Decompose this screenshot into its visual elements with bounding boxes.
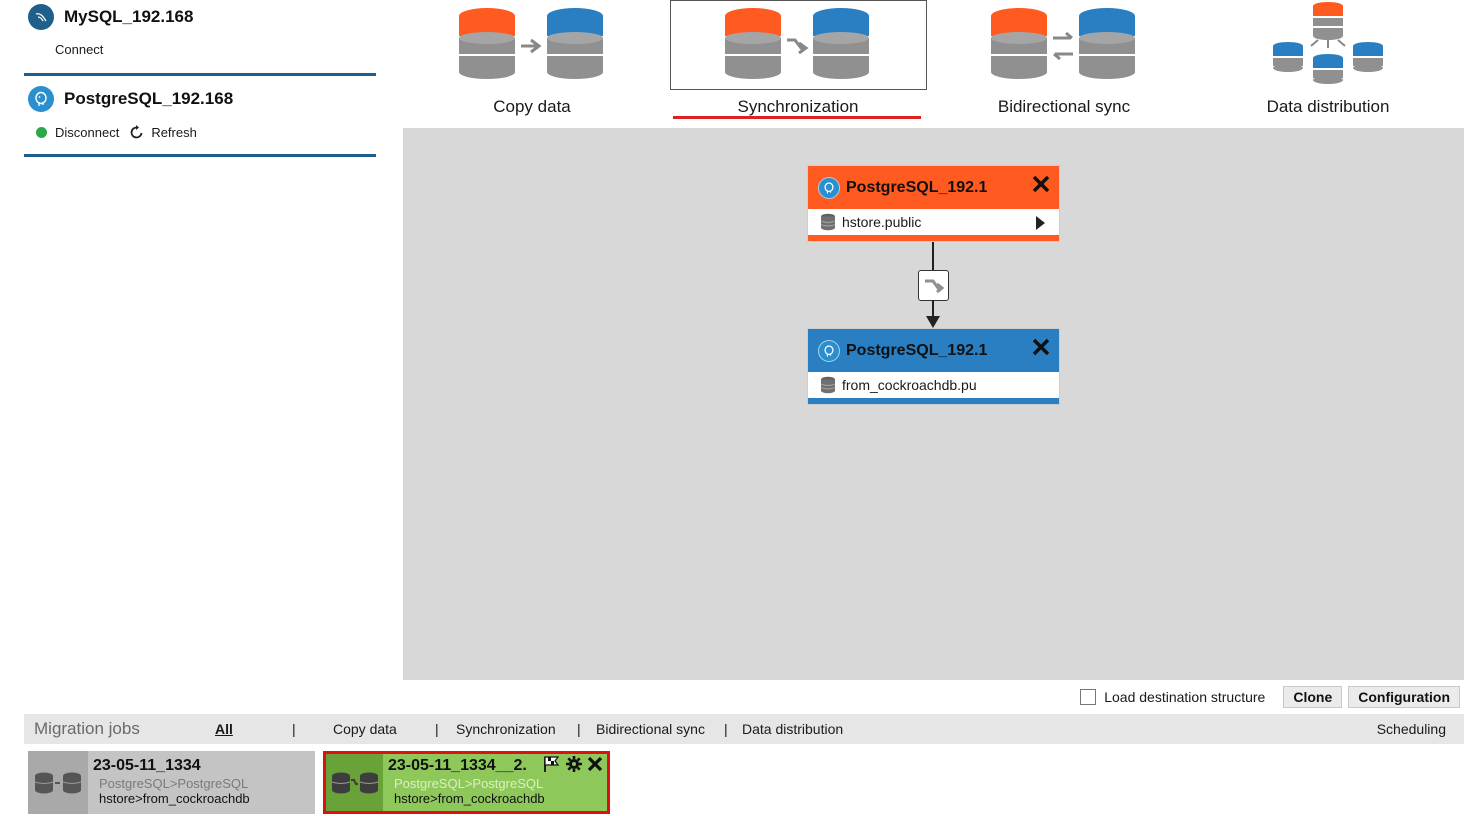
copy-job-icon xyxy=(28,751,88,814)
configuration-button[interactable]: Configuration xyxy=(1348,686,1460,708)
job-tables: hstore>from_cockroachdb xyxy=(99,791,250,806)
mode-copy-data-label: Copy data xyxy=(493,97,571,116)
job-card-selected[interactable]: 23-05-11_1334__2. PostgreSQL>PostgreSQL … xyxy=(323,751,610,814)
close-icon[interactable] xyxy=(586,755,604,773)
mysql-icon xyxy=(28,4,54,30)
destination-node-header: PostgreSQL_192.1 xyxy=(808,329,1059,372)
filter-data-distribution[interactable]: Data distribution xyxy=(742,721,844,737)
filter-synchronization[interactable]: Synchronization xyxy=(456,721,556,737)
connection-title: MySQL_192.168 xyxy=(64,7,194,26)
scheduling-link[interactable]: Scheduling xyxy=(1376,721,1446,737)
sync-job-icon xyxy=(326,754,383,811)
data-distribution-icon xyxy=(1273,2,1383,84)
run-flag-icon[interactable] xyxy=(542,755,562,773)
sync-arrow-icon xyxy=(924,279,944,293)
postgresql-icon xyxy=(28,86,54,112)
job-card[interactable]: 23-05-11_1334 PostgreSQL>PostgreSQL hsto… xyxy=(28,751,315,814)
source-node-title: PostgreSQL_192.1 xyxy=(846,178,988,196)
filter-all[interactable]: All xyxy=(215,721,233,737)
disconnect-button[interactable]: Disconnect xyxy=(36,125,119,140)
connect-button[interactable]: Connect xyxy=(55,42,104,57)
separator: | xyxy=(724,721,728,737)
migration-jobs-title: Migration jobs xyxy=(34,719,140,738)
database-icon xyxy=(820,376,836,394)
mode-synchronization[interactable]: Synchronization xyxy=(670,0,927,122)
connection-mysql: MySQL_192.168 Connect xyxy=(24,0,376,76)
load-structure-checkbox[interactable] xyxy=(1080,689,1097,705)
mode-bidirectional-sync-label: Bidirectional sync xyxy=(997,97,1131,116)
connected-status-icon xyxy=(36,126,47,138)
connection-title: PostgreSQL_192.168 xyxy=(64,89,234,108)
source-node[interactable]: PostgreSQL_192.1 hstore.public xyxy=(808,166,1059,241)
separator: | xyxy=(577,721,581,737)
flow-connector xyxy=(932,242,934,272)
copy-data-icon xyxy=(459,8,603,79)
load-structure-label: Load destination structure xyxy=(1104,689,1266,705)
destination-table-name: from_cockroachdb.pu xyxy=(842,377,977,393)
job-details: 23-05-11_1334__2. PostgreSQL>PostgreSQL … xyxy=(383,751,610,814)
job-tables: hstore>from_cockroachdb xyxy=(394,791,545,806)
mapping-canvas[interactable]: PostgreSQL_192.1 hstore.public PostgreSQ… xyxy=(403,128,1464,680)
destination-node[interactable]: PostgreSQL_192.1 from_cockroachdb.pu xyxy=(808,329,1059,404)
source-node-header: PostgreSQL_192.1 xyxy=(808,166,1059,209)
connection-postgresql: PostgreSQL_192.168 Disconnect Refresh xyxy=(24,80,376,157)
destination-table-row[interactable]: from_cockroachdb.pu xyxy=(808,372,1059,404)
filter-bidirectional-sync[interactable]: Bidirectional sync xyxy=(596,721,705,737)
job-options: Load destination structure Clone Configu… xyxy=(1080,686,1460,708)
bidirectional-sync-icon xyxy=(991,8,1135,79)
flow-connector xyxy=(932,300,934,322)
mode-data-distribution-label: Data distribution xyxy=(1266,97,1390,116)
postgresql-icon xyxy=(818,176,840,199)
job-route: PostgreSQL>PostgreSQL xyxy=(394,776,544,791)
filter-copy-data[interactable]: Copy data xyxy=(333,721,397,737)
gear-icon[interactable] xyxy=(565,755,583,773)
destination-node-title: PostgreSQL_192.1 xyxy=(846,341,988,359)
mode-data-distribution[interactable]: Data distribution xyxy=(1200,0,1456,122)
arrow-down-icon xyxy=(926,316,940,328)
refresh-label: Refresh xyxy=(151,124,197,140)
separator: | xyxy=(435,721,439,737)
sync-direction-button[interactable] xyxy=(918,270,949,301)
connection-mysql-header: MySQL_192.168 xyxy=(28,4,193,30)
connection-postgresql-header: PostgreSQL_192.168 xyxy=(28,86,233,112)
active-mode-underline xyxy=(673,116,921,119)
mode-synchronization-label: Synchronization xyxy=(737,97,859,116)
chevron-right-icon[interactable] xyxy=(1035,216,1045,230)
job-name: 23-05-11_1334 xyxy=(93,757,201,774)
job-name: 23-05-11_1334__2. xyxy=(388,757,527,774)
source-table-row[interactable]: hstore.public xyxy=(808,209,1059,241)
refresh-icon xyxy=(130,125,143,139)
disconnect-label: Disconnect xyxy=(55,124,120,140)
database-icon xyxy=(820,213,836,231)
close-icon[interactable] xyxy=(1031,174,1051,194)
migration-jobs-bar: Migration jobs All | Copy data | Synchro… xyxy=(24,714,1464,744)
connection-actions: Connect xyxy=(55,42,103,57)
close-icon[interactable] xyxy=(1031,337,1051,357)
clone-button[interactable]: Clone xyxy=(1283,686,1343,708)
job-tools xyxy=(539,755,604,773)
mode-copy-data[interactable]: Copy data xyxy=(404,0,660,122)
job-route: PostgreSQL>PostgreSQL xyxy=(99,776,249,791)
mode-bidirectional-sync[interactable]: Bidirectional sync xyxy=(936,0,1192,122)
connection-actions: Disconnect Refresh xyxy=(36,124,197,140)
postgresql-icon xyxy=(818,339,840,362)
job-details: 23-05-11_1334 PostgreSQL>PostgreSQL hsto… xyxy=(88,751,315,814)
separator: | xyxy=(292,721,296,737)
source-table-name: hstore.public xyxy=(842,214,922,230)
synchronization-icon xyxy=(725,8,869,79)
refresh-button[interactable]: Refresh xyxy=(129,124,197,140)
